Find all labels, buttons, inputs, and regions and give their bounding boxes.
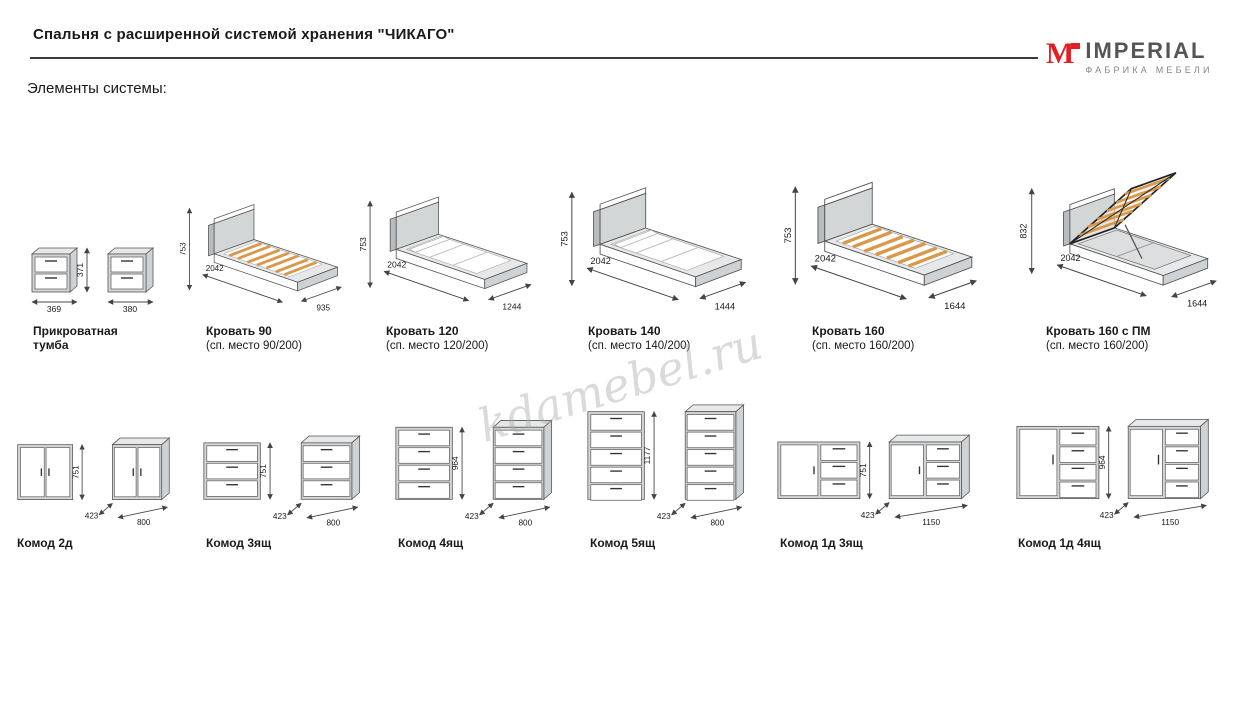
product-card-dresser-1d-3dr: 751 423 1150 Комод 1д 3ящ [772,398,982,550]
product-subtitle: (сп. место 120/200) [386,340,489,352]
product-name: Комод 1д 3ящ [780,536,863,550]
dim-depth: 423 [85,512,99,521]
product-name: Кровать 160 [812,324,885,338]
dresser-4dr-illustration: 964 423 800 [395,419,553,527]
dresser-5dr-illustration: 1177 423 800 [587,403,745,527]
product-card-bed-140: 753 2042 1444 Кровать 140 (сп. место 140… [556,150,756,352]
product-name: Комод 5ящ [590,536,656,550]
dim-depth: 423 [861,510,875,520]
product-card-dresser-2d: 751 423 800 Комод 2д [12,398,192,550]
product-card-dresser-3dr: 751 423 800 Комод 3ящ [198,398,383,550]
dim-height: 753 [180,242,188,256]
dim-height: 751 [259,463,268,477]
bed-120-illustration: 753 2042 1244 [360,196,532,312]
product-card-dresser-5dr: 1177 423 800 Комод 5ящ [582,398,767,550]
bed-160-pm-illustration: 832 2042 1644 [1019,171,1217,308]
page-title: Спальня с расширенной системой хранения … [33,26,455,43]
dim-height: 964 [1097,455,1107,469]
product-name: Прикроватная тумба [33,324,118,352]
bed-90-illustration: 753 2042 935 [180,203,342,312]
product-name: Кровать 160 с ПМ [1046,324,1151,338]
dim-width: 800 [518,518,532,527]
dim-width: 800 [137,518,151,527]
dim-height: 753 [360,237,368,251]
dim-width: 1150 [922,517,940,527]
dim-height: 832 [1019,224,1028,239]
dim-length: 2042 [590,256,611,266]
dim-length: 2042 [1060,253,1080,263]
brand-logo: М IMPERIAL ФАБРИКА МЕБЕЛИ [1046,38,1213,76]
section-label: Элементы системы: [27,80,167,97]
dim-height: 751 [858,463,868,477]
logo-tagline: ФАБРИКА МЕБЕЛИ [1085,65,1213,75]
dim-height: 964 [451,456,460,470]
dresser-1d-3dr-illustration: 751 423 1150 [777,434,971,527]
dim-width: 800 [326,518,340,527]
dim-height: 371 [75,263,85,277]
dim-depth: 423 [1100,510,1114,520]
product-card-dresser-1d-4dr: 964 423 1150 Комод 1д 4ящ [1010,398,1222,550]
product-name: Кровать 90 [206,324,272,338]
product-name: Комод 2д [17,536,73,550]
dim-height: 753 [784,227,794,243]
dim-width: 1644 [944,301,966,312]
bed-160-illustration: 753 2042 1644 [784,181,977,312]
product-card-bed-120: 753 2042 1244 Кровать 120 (сп. место 120… [358,150,538,352]
product-subtitle: (сп. место 160/200) [812,340,915,352]
dresser-2d-illustration: 751 423 800 [17,437,171,527]
title-divider [30,57,1038,59]
dim-width: 1444 [715,301,736,311]
dim-width: 935 [317,303,331,312]
dim-width: 369 [47,304,61,314]
product-name: Комод 4ящ [398,536,464,550]
dim-width: 1644 [1187,298,1207,308]
product-card-bed-160-pm: 832 2042 1644 [1012,150,1237,352]
product-subtitle: (сп. место 90/200) [206,340,302,352]
dim-width: 1150 [1161,517,1179,527]
dim-height: 753 [561,231,570,246]
product-card-nightstand: 371 369 380 Прикроватная тумба [15,150,175,352]
product-name: Кровать 120 [386,324,459,338]
dim-width: 800 [710,518,724,527]
dim-depth: 423 [657,511,671,520]
dim-length: 2042 [815,253,836,264]
dim-depth: 423 [465,511,479,520]
dim-height: 751 [71,465,80,479]
logo-brand-text: IMPERIAL [1085,38,1207,63]
dim-length: 2042 [387,260,406,270]
product-card-bed-90: 753 2042 935 Кровать 90 (сп. [178,150,348,352]
product-name: Комод 3ящ [206,536,272,550]
dim-depth: 423 [273,511,287,520]
nightstand-illustration: 371 369 380 [30,247,155,314]
dim-height: 1177 [643,446,652,464]
product-subtitle: (сп. место 140/200) [588,340,691,352]
product-card-dresser-4dr: 964 423 800 Комод 4ящ [390,398,575,550]
bed-140-illustration: 753 2042 1444 [561,187,747,311]
product-name: Комод 1д 4ящ [1018,536,1101,550]
dresser-3dr-illustration: 751 423 800 [203,434,361,527]
dim-width: 380 [123,304,137,314]
product-name: Кровать 140 [588,324,661,338]
dim-width: 1244 [502,302,521,312]
product-card-bed-160: 753 2042 1644 Кровать 160 (сп [778,150,988,352]
dresser-1d-4dr-illustration: 964 423 1150 [1016,418,1210,527]
product-subtitle: (сп. место 160/200) [1046,340,1149,352]
dim-length: 2042 [206,264,224,273]
logo-mark-icon: М [1046,39,1081,69]
